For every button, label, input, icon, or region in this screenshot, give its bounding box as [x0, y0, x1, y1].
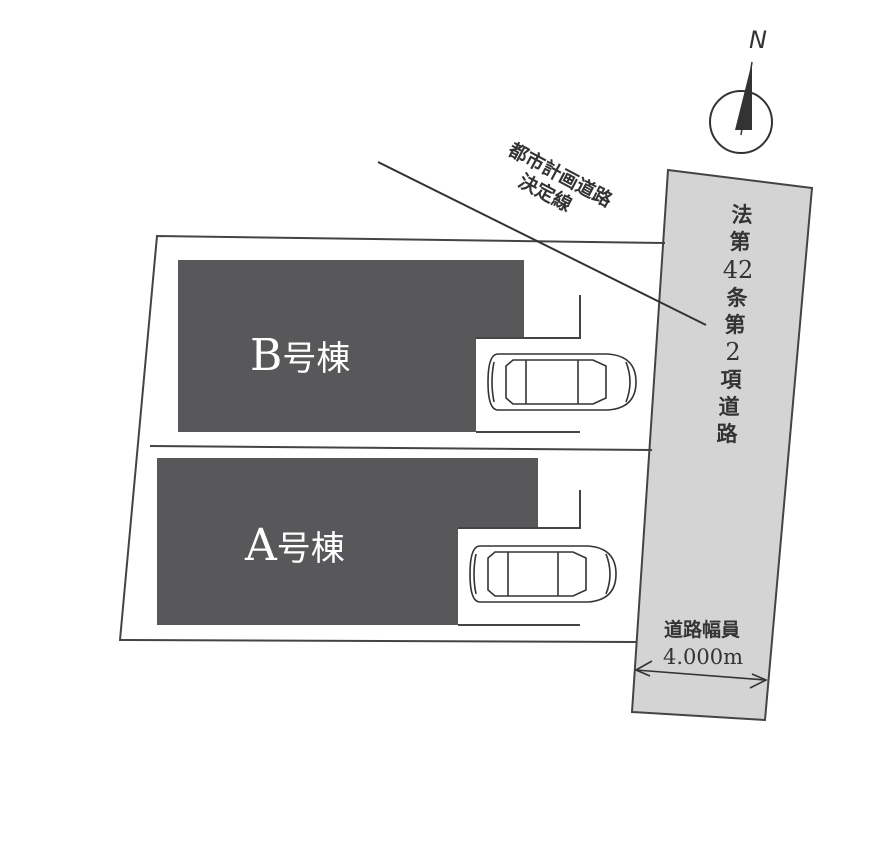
svg-text:法: 法 — [732, 203, 753, 227]
road-width-value: 4.000m — [663, 645, 743, 669]
dimension-arrow — [634, 660, 768, 689]
road-area — [630, 168, 814, 722]
building-b-label: B号棟 — [250, 330, 350, 381]
svg-text:42: 42 — [723, 256, 754, 284]
north-label: N — [749, 26, 767, 54]
building-b — [178, 260, 524, 432]
parking-a-lines — [458, 490, 581, 626]
building-a-label: A号棟 — [244, 520, 345, 571]
svg-text:2: 2 — [725, 338, 740, 366]
lot-outline — [118, 234, 666, 643]
car-icon — [487, 353, 637, 411]
svg-text:項: 項 — [721, 368, 743, 392]
building-a — [157, 458, 538, 625]
svg-text:第: 第 — [730, 230, 751, 254]
svg-text:条: 条 — [727, 286, 749, 310]
svg-text:路: 路 — [717, 422, 739, 446]
parking-b-lines — [476, 295, 581, 433]
road-type-label: 法 第 42 条 第 2 項 道 路 — [717, 203, 754, 446]
svg-text:第: 第 — [725, 313, 746, 337]
north-compass-icon: N — [709, 26, 773, 154]
planned-road-line — [377, 161, 707, 326]
svg-text:道: 道 — [719, 395, 740, 419]
car-icon — [469, 545, 617, 603]
road-width-title: 道路幅員 — [664, 618, 740, 641]
